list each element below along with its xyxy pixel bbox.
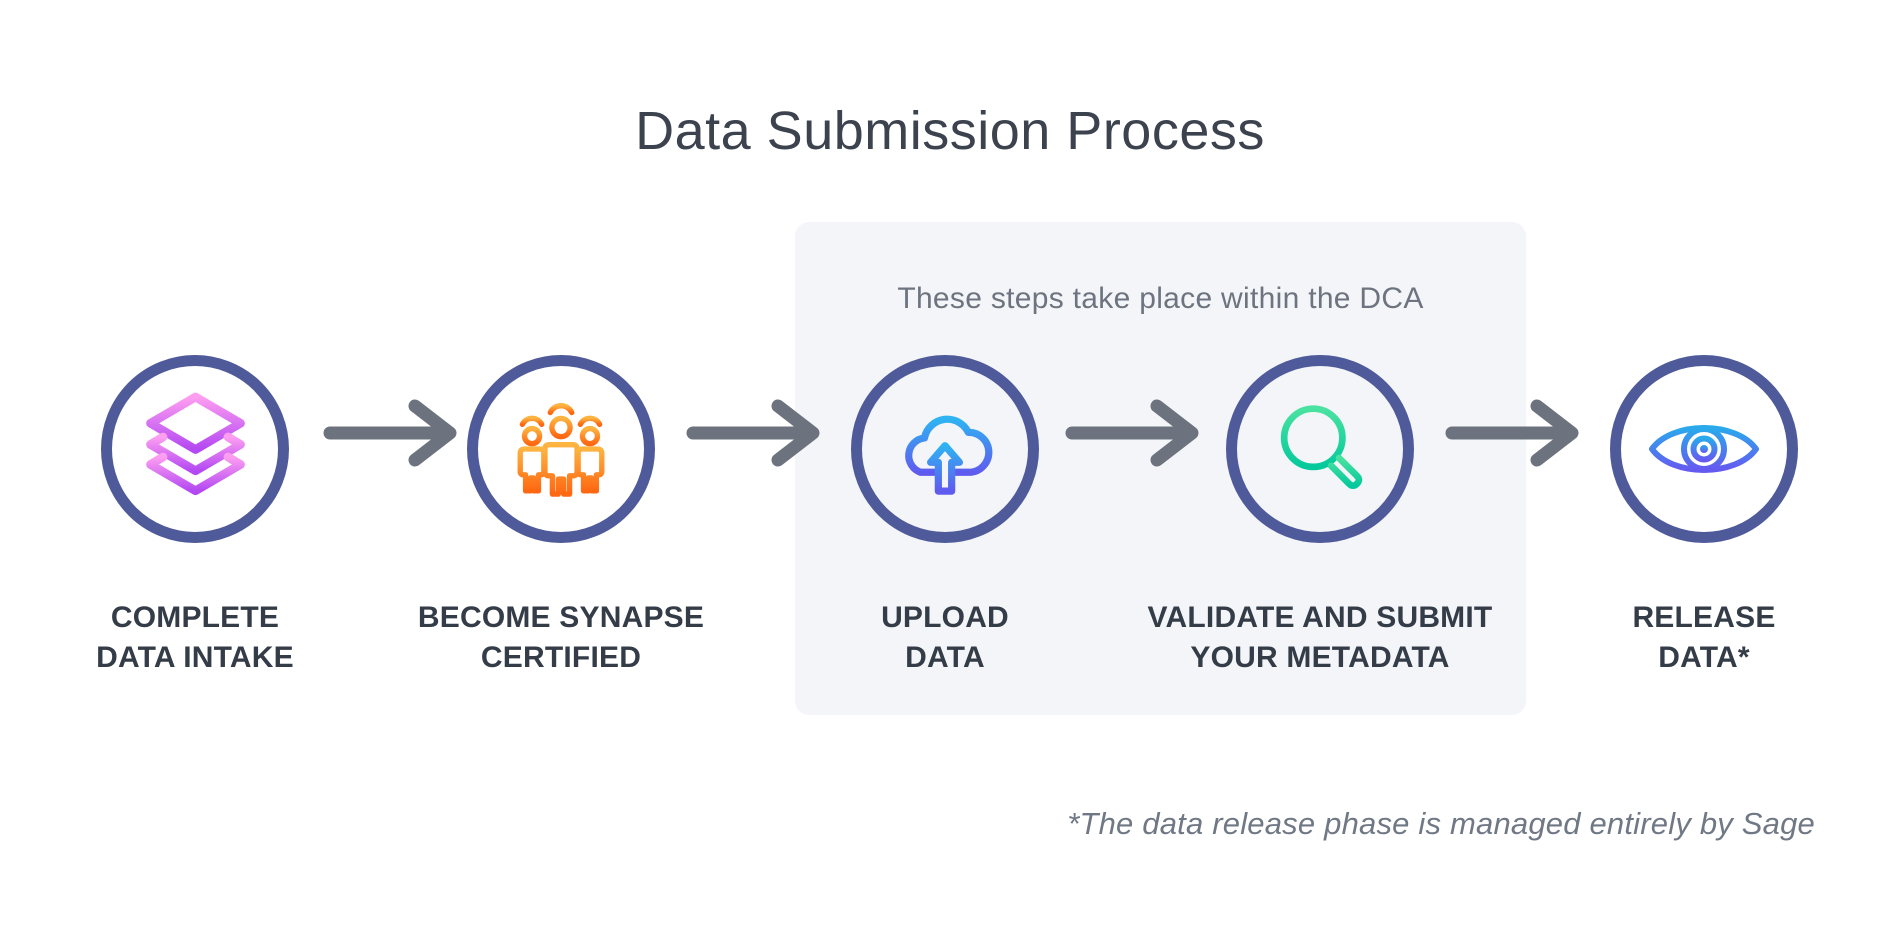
eye-icon <box>1649 425 1759 473</box>
step-label-release-data: RELEASE DATA* <box>1632 601 1776 674</box>
page-title: Data Submission Process <box>635 101 1265 161</box>
step-label-validate-and-submit: VALIDATE AND SUBMIT YOUR METADATA <box>1147 601 1493 674</box>
arrow-right-icon <box>1065 399 1199 467</box>
step-label-complete-data-intake: COMPLETE DATA INTAKE <box>96 601 294 674</box>
cloud-upload-icon <box>905 415 993 495</box>
arrow-right-icon <box>686 399 820 467</box>
dca-note-text: These steps take place within the DCA <box>897 282 1424 315</box>
step-label-upload-data: UPLOAD DATA <box>881 601 1009 674</box>
people-group-icon <box>517 402 605 497</box>
step-circle-complete-data-intake <box>101 355 289 543</box>
release-footnote: *The data release phase is managed entir… <box>1067 806 1815 841</box>
step-circle-validate-and-submit <box>1226 355 1414 543</box>
magnifier-plus-icon <box>1280 405 1363 490</box>
step-circle-upload-data <box>851 355 1039 543</box>
step-circle-release-data <box>1610 355 1798 543</box>
arrow-right-icon <box>1445 399 1579 467</box>
arrow-right-icon <box>323 399 457 467</box>
step-label-become-synapse-certified: BECOME SYNAPSE CERTIFIED <box>417 601 705 674</box>
layers-icon <box>145 392 245 495</box>
step-circle-become-synapse-certified <box>467 355 655 543</box>
